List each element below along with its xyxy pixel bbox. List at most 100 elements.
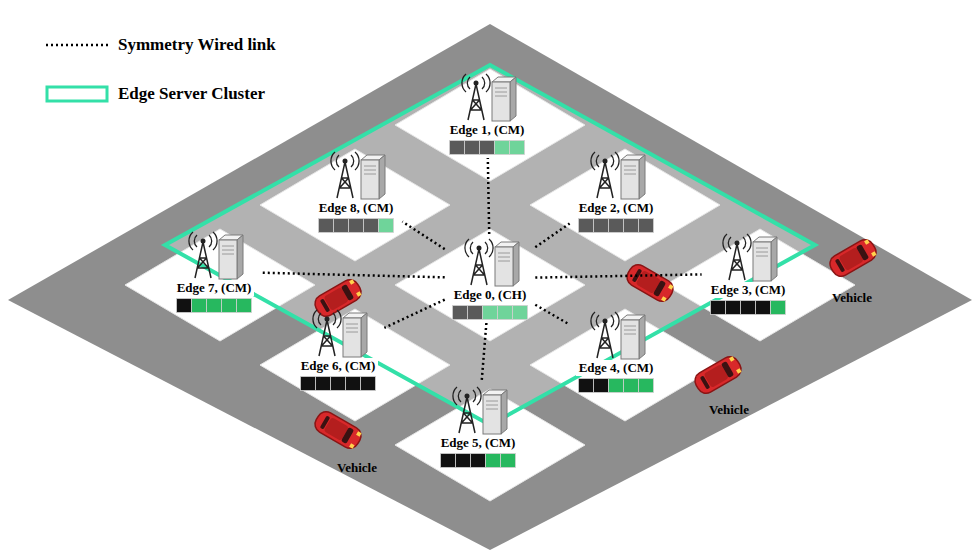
resource-cell: [483, 306, 498, 320]
resource-cell: [361, 377, 376, 391]
resource-cell: [756, 301, 771, 315]
resource-cell: [207, 299, 222, 313]
edge-server-node: Edge 8, (CM): [313, 150, 400, 233]
server-side: [361, 313, 367, 357]
edge-server-node: Edge 1, (CM): [444, 72, 531, 155]
resource-bar: [176, 298, 252, 313]
wired-link: [488, 158, 489, 234]
server-front: [343, 318, 361, 357]
resource-bar: [452, 305, 528, 320]
resource-cell: [334, 219, 349, 233]
resource-cell: [609, 219, 624, 233]
server-front: [753, 242, 771, 281]
resource-cell: [331, 377, 346, 391]
wired-link: [260, 273, 444, 278]
resource-cell: [192, 299, 207, 313]
resource-cell: [319, 219, 334, 233]
legend-text: Symmetry Wired link: [118, 35, 276, 55]
resource-bar: [440, 453, 516, 468]
resource-cell: [453, 306, 468, 320]
server-slots: [222, 246, 234, 254]
legend-dotted-line: [46, 44, 108, 47]
legend-text: Edge Server Cluster: [118, 84, 265, 104]
resource-cell: [480, 141, 495, 155]
resource-cell: [456, 454, 471, 468]
server-label: Edge 8, (CM): [316, 200, 397, 216]
edge-server-icon: [585, 310, 647, 360]
edge-server-icon: [459, 237, 521, 287]
radio-waves: [313, 310, 341, 328]
edge-server-node: Edge 3, (CM): [705, 232, 792, 315]
radio-waves: [591, 152, 619, 170]
resource-cell: [471, 454, 486, 468]
antenna-tip: [325, 317, 330, 322]
edge-server-icon: [585, 150, 647, 200]
wired-link: [384, 300, 444, 328]
vehicle-car: [624, 261, 677, 304]
legend-entry: Edge Server Cluster: [44, 84, 265, 104]
city-block: [260, 309, 450, 421]
server-side: [237, 235, 243, 279]
resource-bar: [578, 378, 654, 393]
resource-cell: [579, 379, 594, 393]
resource-cell: [594, 219, 609, 233]
edge-server-icon: [717, 232, 779, 282]
radio-waves: [331, 152, 359, 170]
edge-server-node: Edge 2, (CM): [573, 150, 660, 233]
edge-server-icon: [325, 150, 387, 200]
resource-cell: [594, 379, 609, 393]
resource-cell: [579, 219, 594, 233]
server-slots: [624, 326, 636, 334]
resource-cell: [364, 219, 379, 233]
city-block: [125, 229, 315, 341]
legend-entry: Symmetry Wired link: [44, 35, 276, 55]
resource-bar: [710, 300, 786, 315]
server-front: [219, 240, 237, 279]
antenna-tip: [735, 241, 740, 246]
antenna-tip: [603, 319, 608, 324]
city-block: [260, 149, 450, 261]
antenna-tip: [474, 81, 479, 86]
city-block: [395, 389, 585, 501]
server-side: [639, 155, 645, 199]
server-slots: [364, 166, 376, 174]
server-slots: [624, 166, 636, 174]
resource-bar: [318, 218, 394, 233]
server-side: [501, 390, 507, 434]
server-label: Edge 5, (CM): [438, 435, 519, 451]
antenna-tower: [468, 84, 484, 120]
antenna-tip: [201, 239, 206, 244]
resource-cell: [711, 301, 726, 315]
cluster-outline: [165, 65, 815, 425]
legend-swatch: [44, 84, 110, 104]
resource-cell: [346, 377, 361, 391]
antenna-tower: [195, 242, 211, 278]
radio-waves: [591, 312, 619, 330]
resource-cell: [222, 299, 237, 313]
resource-cell: [609, 379, 624, 393]
vehicle-label: Vehicle: [832, 290, 872, 305]
server-front: [495, 247, 513, 286]
edge-server-node: Edge 5, (CM): [435, 385, 522, 468]
vehicle-label: Vehicle: [709, 402, 749, 417]
resource-cell: [639, 379, 654, 393]
server-front: [483, 395, 501, 434]
server-slots: [498, 253, 510, 261]
antenna-tower: [597, 162, 613, 198]
resource-cell: [639, 219, 654, 233]
resource-cell: [624, 219, 639, 233]
server-label: Edge 3, (CM): [708, 282, 789, 298]
server-label: Edge 0, (CH): [451, 287, 530, 303]
resource-cell: [316, 377, 331, 391]
resource-cell: [498, 306, 513, 320]
resource-cell: [513, 306, 528, 320]
resource-cell: [465, 141, 480, 155]
server-slots: [756, 248, 768, 256]
server-label: Edge 4, (CM): [576, 360, 657, 376]
wired-link: [535, 274, 701, 277]
server-front: [621, 320, 639, 359]
server-slots: [346, 324, 358, 332]
ground-diamond: [8, 24, 972, 550]
